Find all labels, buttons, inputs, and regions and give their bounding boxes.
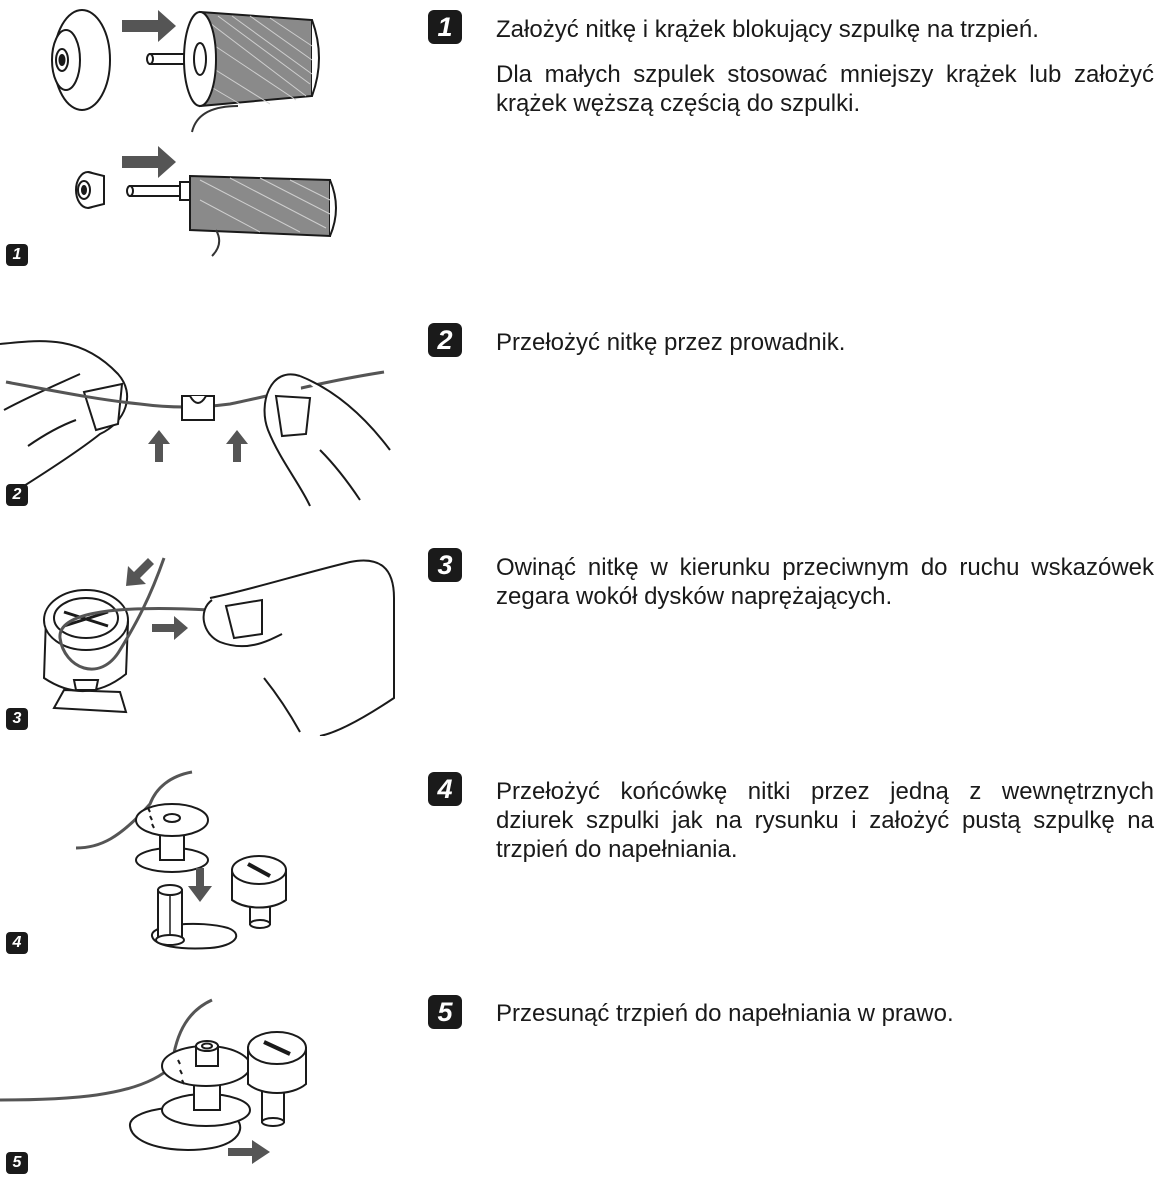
step-3-instructions: Owinąć nitkę w kierunku przeciwnym do ru… [496,553,1154,611]
figure-5-spindle-to-right: 5 [0,986,400,1178]
bobbin-winder-stopper-icon [247,1031,307,1127]
step-1-text: Założyć nitkę i krążek blokujący szpulkę… [496,16,1039,43]
large-thread-spool-icon [183,10,320,133]
thread-line-icon [58,557,211,671]
arrow-right-icon [152,616,188,640]
figure-4-bobbin-onto-spindle: 4 [0,764,400,960]
thread-dots-icon [147,807,155,829]
figure-1-spool-cap: 1 [0,0,400,280]
bobbin-winder-stopper-icon [231,855,287,929]
bobbin-icon [135,803,209,873]
step-2-text: Przełożyć nitkę przez prowadnik. [496,329,846,356]
spool-pin-icon [126,181,193,201]
large-spool-cap-icon [51,9,111,111]
bobbin-onto-spindle-illustration [75,770,287,950]
figure-label: 3 [6,708,28,730]
thread-dots-icon [177,1059,185,1085]
figure-2-thread-guide: 2 [0,300,400,508]
arrow-up-icon [226,430,248,462]
arrow-right-icon [122,146,176,178]
arrow-up-icon [148,430,170,462]
figure-label: 4 [6,932,28,954]
step-1-note: Dla małych szpulek stosować mniejszy krą… [496,61,1154,117]
step-5-instructions: Przesunąć trzpień do napełniania w prawo… [496,999,1154,1028]
arrow-down-icon [188,868,212,902]
tension-discs-illustration [42,557,395,736]
figure-label: 5 [6,1152,28,1174]
small-thread-spool-icon [189,174,337,257]
small-spool-cap-icon [75,171,105,209]
bobbin-icon [161,1040,251,1127]
step-3-text: Owinąć nitkę w kierunku przeciwnym do ru… [496,554,1154,610]
thread-guide-illustration [0,340,391,507]
step-number-badge: 4 [428,772,462,806]
arrow-down-left-icon [126,558,154,586]
step-number-badge: 2 [428,323,462,357]
thread-line-icon [75,770,193,850]
arrow-right-icon [228,1140,270,1164]
figure-label: 2 [6,484,28,506]
thread-guide-icon [181,395,215,421]
bobbin-spindle-icon [151,884,238,950]
tension-disc-icon [42,589,130,714]
spindle-to-right-illustration [0,998,307,1164]
step-5-text: Przesunąć trzpień do napełniania w prawo… [496,1000,954,1027]
step-4-instructions: Przełożyć końcówkę nitki przez jedną z w… [496,777,1154,864]
hand-icon [202,559,395,736]
right-hand-icon [263,373,391,507]
step-number-badge: 5 [428,995,462,1029]
left-hand-icon [0,340,128,497]
figure-3-tension-discs: 3 [0,538,400,736]
arrow-right-icon [122,10,176,42]
spool-and-cap-illustration [51,9,337,257]
step-4-text: Przełożyć końcówkę nitki przez jedną z w… [496,778,1154,863]
figure-label: 1 [6,244,28,266]
step-2-instructions: Przełożyć nitkę przez prowadnik. [496,328,1154,357]
step-number-badge: 3 [428,548,462,582]
step-number-badge: 1 [428,10,462,44]
step-1-instructions: Założyć nitkę i krążek blokujący szpulkę… [496,15,1154,118]
